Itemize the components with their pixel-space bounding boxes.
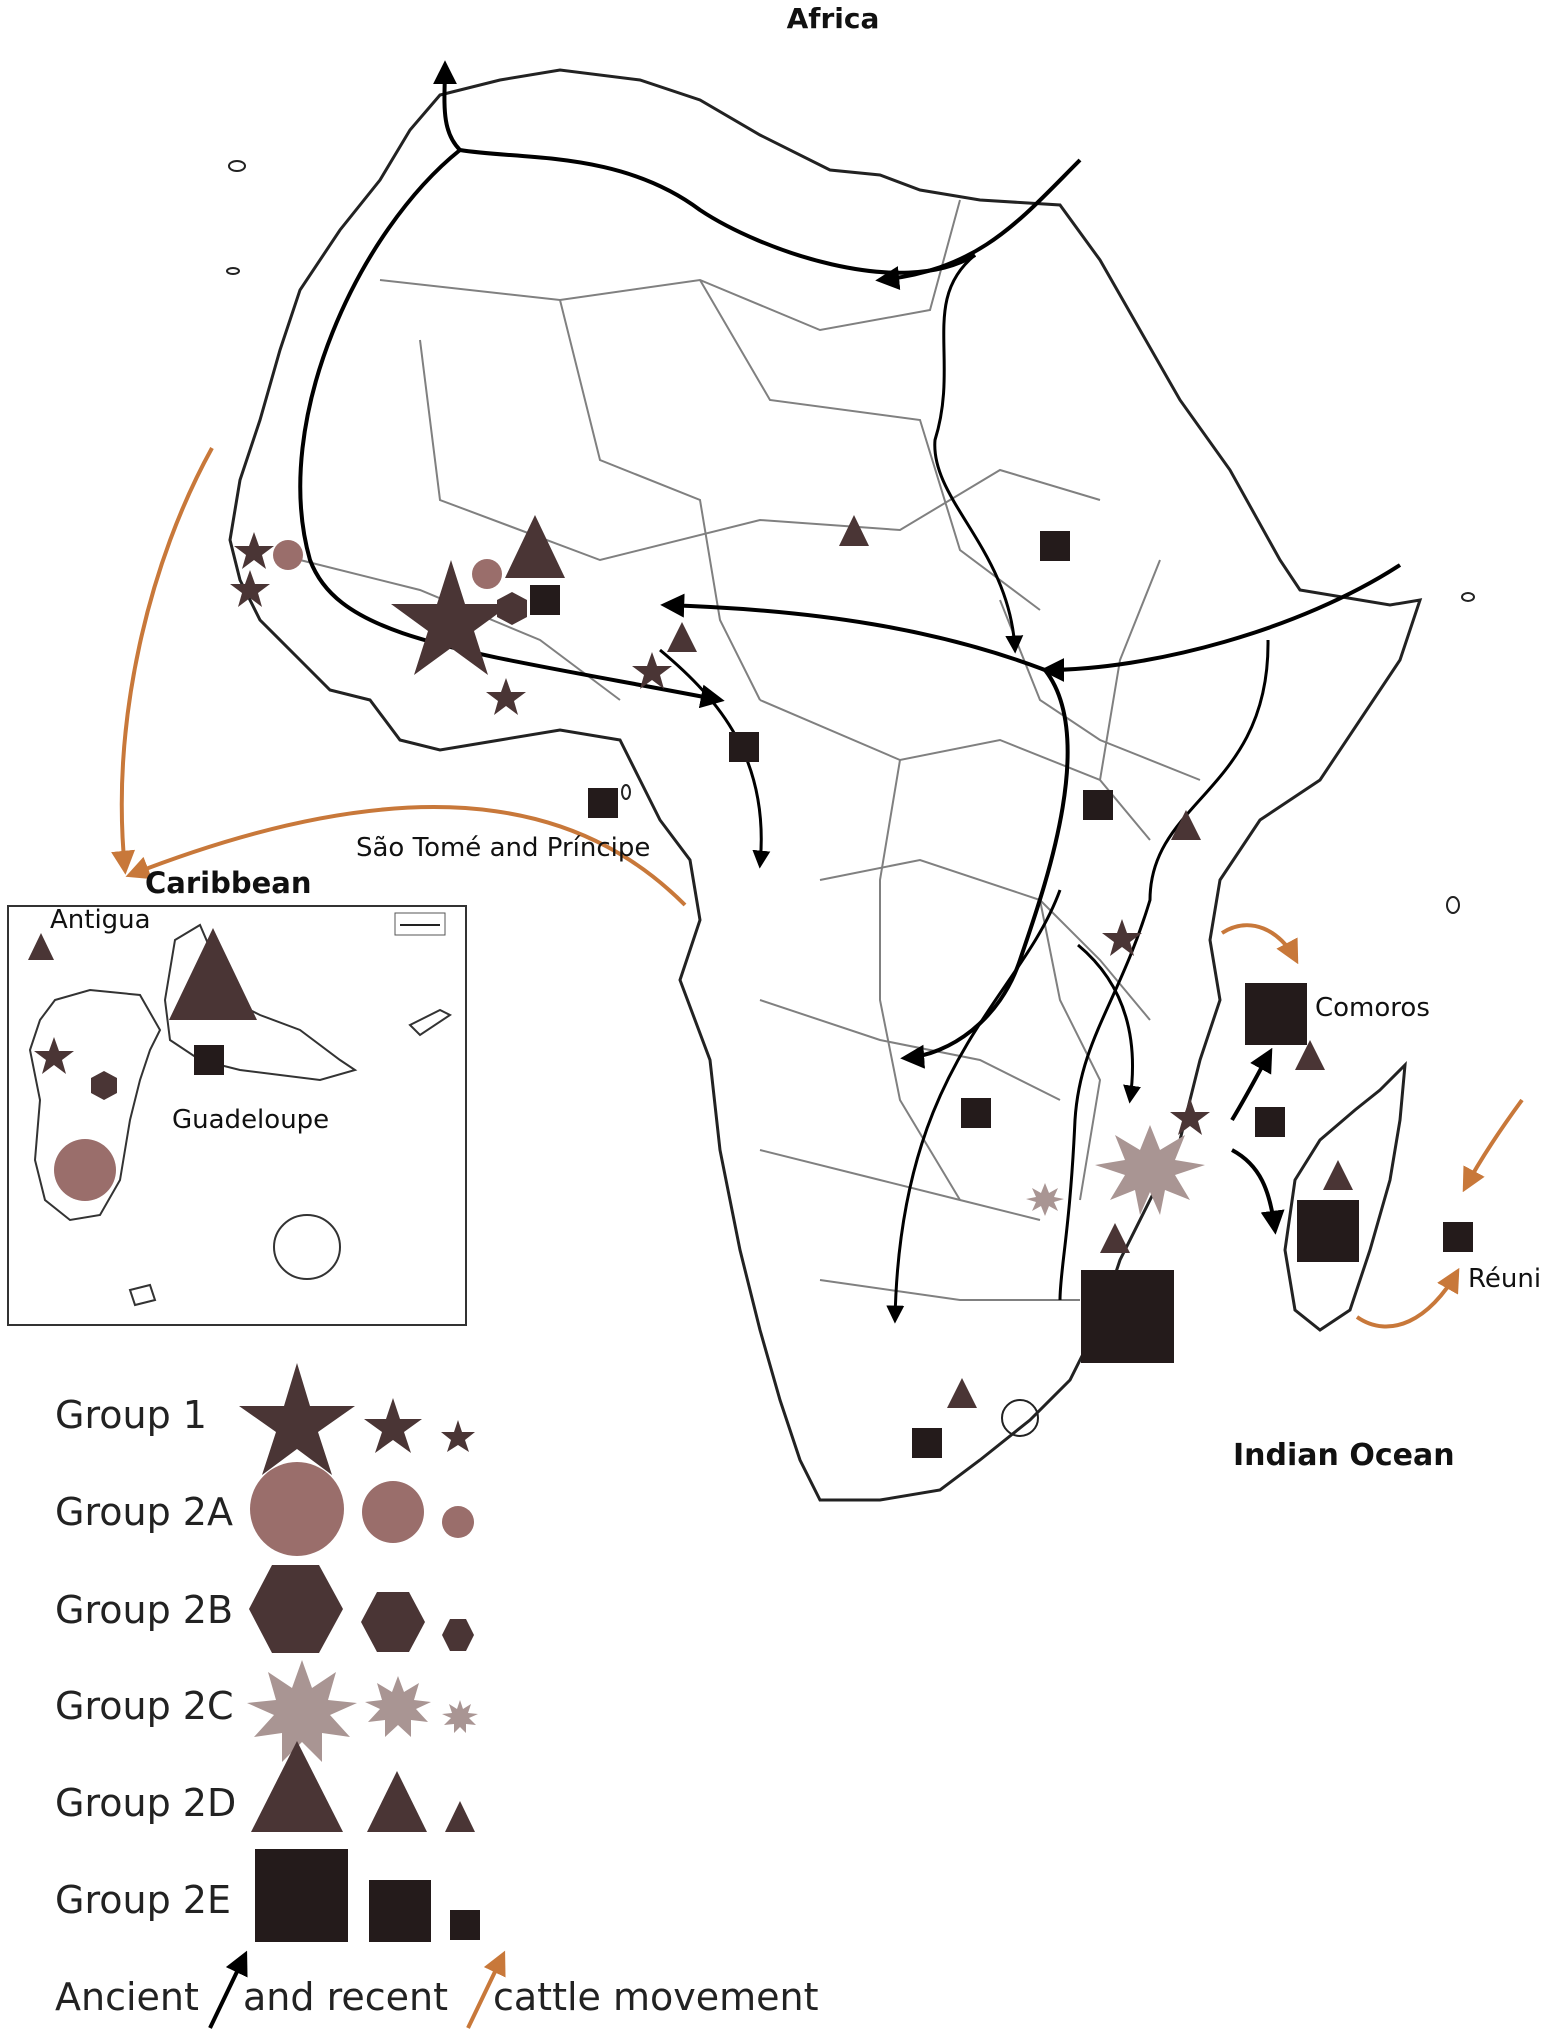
group1-marker <box>1170 1098 1210 1135</box>
legend-triangle-small <box>445 1801 475 1832</box>
group2e-marker <box>961 1098 991 1128</box>
legend-burst-large <box>247 1660 357 1762</box>
legend-recent-label: and recent <box>243 1975 448 2019</box>
group2c-marker <box>1095 1125 1205 1215</box>
group2e-marker <box>1297 1200 1359 1262</box>
legend-label-group2b: Group 2B <box>55 1588 233 1632</box>
legend-burst-medium <box>365 1676 431 1737</box>
legend-square-large <box>255 1849 348 1942</box>
group2d-marker <box>1100 1223 1130 1253</box>
group2a-marker-guadeloupe <box>54 1139 116 1201</box>
group2d-marker <box>947 1378 977 1408</box>
legend-star-large <box>239 1363 355 1475</box>
group1-marker <box>391 560 511 675</box>
indian-ocean-title: Indian Ocean <box>1233 1438 1455 1473</box>
group2d-marker <box>505 515 565 578</box>
group1-marker <box>632 652 672 689</box>
group1-marker <box>1102 919 1142 956</box>
group2e-marker <box>1083 790 1113 820</box>
group2a-marker <box>273 540 303 570</box>
legend-circle-medium <box>362 1481 424 1543</box>
comoros-label: Comoros <box>1315 993 1430 1023</box>
group2d-marker <box>1323 1160 1353 1190</box>
legend-circle-small <box>442 1506 474 1538</box>
group2d-marker-antigua <box>28 933 54 960</box>
legend: Group 1 Group 2A Group 2B Group 2C Group… <box>55 1363 819 2029</box>
legend-movement-label: cattle movement <box>493 1975 819 2019</box>
guadeloupe-label: Guadeloupe <box>172 1105 329 1135</box>
group2e-marker <box>1245 983 1307 1045</box>
group2e-marker <box>912 1428 942 1458</box>
group2e-marker <box>1040 531 1070 561</box>
legend-hexagon-small <box>442 1619 474 1651</box>
group1-marker <box>230 570 270 607</box>
legend-square-small <box>450 1910 480 1940</box>
group2e-marker <box>1081 1270 1174 1363</box>
group2d-marker <box>1171 810 1201 840</box>
legend-star-medium <box>364 1398 422 1453</box>
scale-bar <box>394 912 446 936</box>
reunion-label: Réuni <box>1468 1264 1541 1294</box>
legend-triangle-medium <box>367 1771 427 1832</box>
antigua-label: Antigua <box>50 905 151 935</box>
island-outline <box>273 1214 341 1280</box>
legend-ancient-label: Ancient <box>55 1975 199 2019</box>
group2d-marker <box>1295 1040 1325 1070</box>
legend-circle-large <box>250 1462 344 1556</box>
legend-label-group1: Group 1 <box>55 1393 207 1437</box>
africa-title: Africa <box>787 2 880 35</box>
group1-marker-guadeloupe <box>34 1037 74 1074</box>
group2e-marker <box>530 585 560 615</box>
group2e-marker <box>588 788 618 818</box>
group2e-marker <box>1443 1222 1473 1252</box>
caribbean-title: Caribbean <box>145 866 312 900</box>
legend-ancient-arrow <box>208 1950 248 2029</box>
group2b-marker <box>497 592 527 625</box>
legend-label-group2a: Group 2A <box>55 1490 233 1534</box>
legend-hexagon-large <box>249 1565 343 1653</box>
recent-movement-arrows <box>111 447 1524 1329</box>
legend-triangle-large <box>251 1741 343 1832</box>
legend-label-group2c: Group 2C <box>55 1684 233 1728</box>
legend-hexagon-medium <box>361 1592 425 1652</box>
group1-marker <box>486 678 526 715</box>
group2a-marker <box>472 559 502 589</box>
group2d-marker-guadeloupe <box>169 928 257 1020</box>
group2e-marker <box>1255 1107 1285 1137</box>
group2e-marker-guadeloupe <box>194 1045 224 1075</box>
sao-tome-label: São Tomé and Príncipe <box>356 833 650 863</box>
group2c-marker <box>1026 1183 1064 1216</box>
legend-recent-arrow <box>466 1950 506 2029</box>
legend-label-group2e: Group 2E <box>55 1878 231 1922</box>
legend-square-medium <box>369 1880 431 1942</box>
small-islands <box>226 160 1475 1437</box>
legend-burst-small <box>442 1700 478 1733</box>
caribbean-inset: Caribbean Antigua Guadeloupe <box>7 866 467 1326</box>
group2d-marker <box>667 622 697 652</box>
legend-star-small <box>441 1420 475 1452</box>
legend-label-group2d: Group 2D <box>55 1781 236 1825</box>
group2d-marker <box>839 515 869 546</box>
group1-marker <box>234 532 274 569</box>
ancient-movement-arrows <box>298 60 1402 1324</box>
map-markers <box>230 515 1473 1458</box>
group2b-marker-guadeloupe <box>91 1071 117 1100</box>
madagascar-outline <box>1283 1061 1407 1332</box>
group2e-marker <box>729 732 759 762</box>
